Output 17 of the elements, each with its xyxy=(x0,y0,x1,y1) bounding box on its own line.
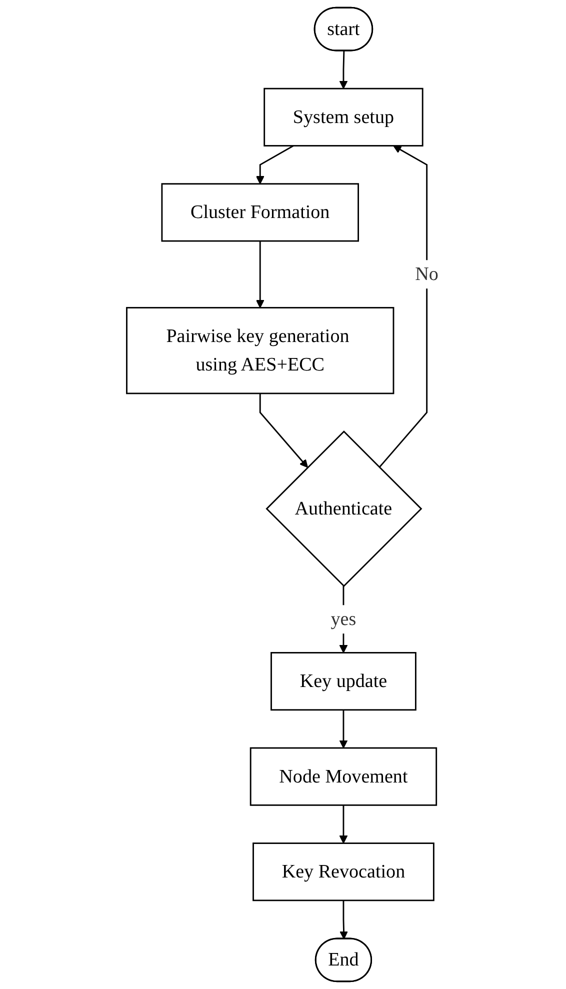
node-box: System setup xyxy=(264,88,424,146)
arrow xyxy=(340,900,348,940)
arrow xyxy=(260,393,308,468)
node-box: Pairwise key generation using AES+ECC xyxy=(126,306,395,394)
node-box: Node Movement xyxy=(250,747,438,806)
node-box: Cluster Formation xyxy=(162,183,360,242)
arrow xyxy=(256,241,265,308)
arrow xyxy=(340,50,348,89)
edge-label: No xyxy=(416,264,439,285)
node-box: Key Revocation xyxy=(252,842,435,902)
arrow xyxy=(340,710,348,748)
arrow xyxy=(256,145,294,184)
arrow xyxy=(340,805,348,844)
arrow xyxy=(379,145,428,468)
edge-label: yes xyxy=(331,608,357,630)
node-box: Key update xyxy=(270,652,417,711)
node-diamond: Authenticate xyxy=(266,430,423,588)
